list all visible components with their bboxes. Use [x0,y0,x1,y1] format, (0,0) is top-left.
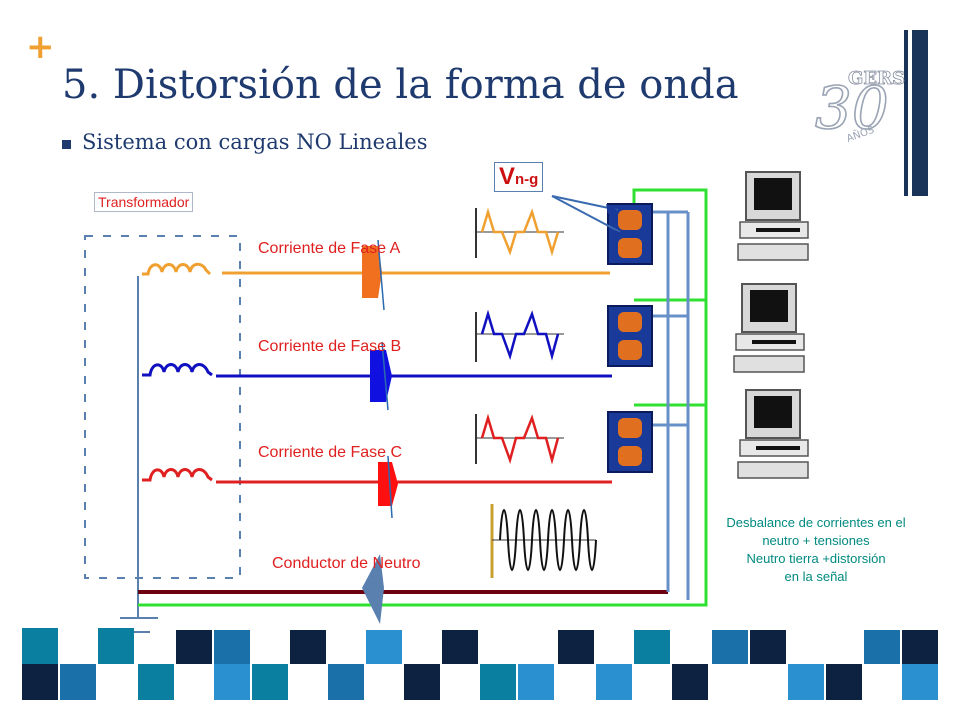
arrow-phase-b-edge [381,341,389,411]
arrow-phase-a-edge [377,239,385,311]
waveform-phase-a [475,207,564,258]
waveform-neutral [490,504,597,578]
note-line-1: Desbalance de corrientes en el [726,515,906,530]
tile [138,664,174,700]
computer-3-screen [754,396,792,428]
tile [404,664,440,700]
plus-accent: + [26,27,55,67]
vng-label: Vn-g [494,162,544,192]
note-line-3: Neutro tierra +distorsión [746,551,886,566]
tile [750,630,786,664]
neutral-label: Conductor de Neutro [272,555,421,572]
tile [176,630,212,664]
vng-main: V [499,163,516,190]
computer-2-keyboard [733,355,805,373]
slide-subtitle: Sistema con cargas NO Lineales [82,130,428,154]
vng-arrowhead-1 [606,204,618,214]
vng-sub: n-g [515,171,539,188]
phase-a-label: Corriente de Fase A [258,240,401,257]
slide-title: 5. Distorsión de la forma de onda [62,62,739,108]
outlet-3 [607,411,653,473]
phase-b-label: Corriente de Fase B [258,338,402,355]
navy-bar-thick [912,30,928,196]
waveform-phase-c [475,413,564,465]
bullet-square [62,140,71,149]
tile [672,664,708,700]
tile [634,630,670,664]
tile [328,664,364,700]
tile [480,664,516,700]
arrow-phase-c [378,462,398,506]
vng-arrowhead-2 [608,228,620,236]
tile [826,664,862,700]
note-line-2: neutro + tensiones [762,533,870,548]
computer-1-screen [754,178,792,210]
vng-pointer-2 [551,195,621,233]
waveform-a-trace [480,207,560,257]
outlet-3-socket-bottom [618,446,642,466]
tile [788,664,824,700]
computer-1-keyboard [737,243,809,261]
outlet-3-socket-top [618,418,642,438]
tile [214,630,250,664]
tile [902,664,938,700]
coil-phase-c [142,468,213,482]
waveform-phase-b [475,309,564,362]
computer-2-screen [750,290,788,322]
outlet-2-socket-bottom [618,340,642,360]
outlet-1 [607,203,653,265]
tile [98,628,134,664]
tile [252,664,288,700]
tile [442,630,478,664]
tile [60,664,96,700]
computer-2 [733,283,805,373]
conductor-ground [138,188,708,607]
neutral-feeder [652,210,670,592]
transformer-label: Transformador [94,192,194,212]
tile [864,630,900,664]
phase-c-label: Corriente de Fase C [258,444,403,461]
outlet-1-socket-bottom [618,238,642,258]
coil-phase-b [142,363,213,377]
tile [22,628,58,664]
outlet-2 [607,305,653,367]
tile [518,664,554,700]
arrow-phase-b [370,350,392,402]
navy-bar-thin [904,30,908,196]
tile [366,630,402,664]
computer-3-keyboard [737,461,809,479]
tile [214,664,250,700]
outlet-1-socket-top [618,210,642,230]
waveform-b-trace [480,309,560,361]
tile [22,664,58,700]
arrow-phase-c-edge [387,455,393,519]
computer-1 [737,171,809,261]
tile [902,630,938,664]
tile [712,630,748,664]
arrow-neutral [362,554,384,624]
outlet-2-socket-top [618,312,642,332]
waveform-n-trace [499,509,597,571]
imbalance-note: Desbalance de corrientes en el neutro + … [700,514,932,586]
note-line-4: en la señal [784,569,848,584]
arrow-phase-a [362,246,382,298]
coil-phase-a [142,262,212,276]
tile [558,630,594,664]
tile [596,664,632,700]
transformer-box [84,235,241,579]
tile [290,630,326,664]
waveform-c-trace [480,413,560,465]
computer-3 [737,389,809,479]
